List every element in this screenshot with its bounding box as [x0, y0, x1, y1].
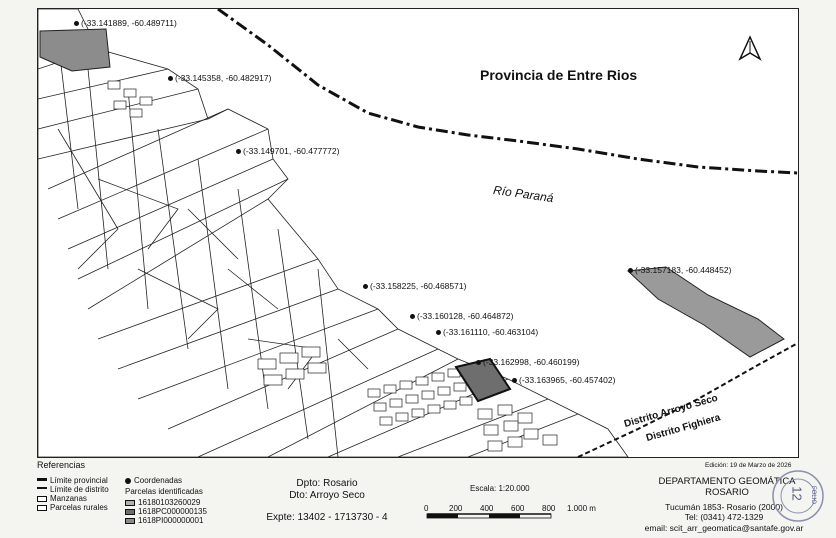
scale-tick-200: 200: [449, 504, 463, 513]
cadastral-map: [38, 9, 798, 457]
legend-title: Referencias: [37, 460, 86, 470]
coordinate-point: (-33.157183, -60.448452): [628, 265, 731, 275]
province-title: Provincia de Entre Rios: [480, 67, 638, 83]
parcel-swatch-2: [125, 508, 135, 515]
legend-parcel-3: 1618PI000000001: [125, 516, 203, 525]
parcel-swatch-3: [125, 517, 135, 524]
limite-distrito-icon: [37, 486, 47, 493]
legend-limite-distrito: Límite de distrito: [37, 485, 109, 494]
legend-limite-provincial: Límite provincial: [37, 476, 108, 485]
stamp-seal-icon: [772, 470, 824, 522]
parcelas-rurales-icon: [37, 504, 47, 511]
legend-coordenadas: Coordenadas: [125, 476, 182, 485]
expte-label: Expte: 13402 - 1713730 - 4: [266, 512, 388, 523]
coordinate-point: (-33.163965, -60.457402): [512, 375, 615, 385]
folio-stamp: 12 FOLIO: [770, 468, 826, 524]
parcel-lines: [38, 9, 629, 457]
legend-parcel-1: 16180103260029: [125, 498, 200, 507]
parcel-identified-1: [39, 28, 111, 72]
coordinate-point: (-33.149701, -60.477772): [236, 146, 339, 156]
coordinate-point: (-33.160128, -60.464872): [410, 311, 513, 321]
parcel-swatch-1: [125, 499, 135, 506]
scale-tick-600: 600: [511, 504, 525, 513]
limite-provincial-line: [217, 9, 798, 175]
escala-label: Escala: 1:20.000: [470, 484, 530, 493]
limite-provincial-icon: [37, 477, 47, 484]
coordinate-point: (-33.162998, -60.460199): [476, 357, 579, 367]
dto-label: Dto: Arroyo Seco: [289, 490, 365, 501]
coordenadas-icon: [125, 477, 131, 484]
point-icon: [74, 21, 79, 27]
coordinate-point: (-33.161110, -60.463104): [436, 327, 538, 337]
point-icon: [436, 330, 441, 336]
legend-panel: Referencias Límite provincial Límite de …: [37, 460, 803, 536]
point-icon: [410, 314, 415, 320]
scale-tick-1000: 1.000 m: [567, 504, 596, 513]
coordinate-point: (-33.145358, -60.482917): [168, 73, 271, 83]
scale-tick-800: 800: [542, 504, 556, 513]
legend-manzanas: Manzanas: [37, 494, 87, 503]
legend-parcelas-identificadas: Parcelas identificadas: [125, 487, 203, 496]
scale-tick-400: 400: [480, 504, 494, 513]
north-arrow-icon: [738, 35, 762, 61]
stamp-number: 12: [789, 486, 805, 501]
manzanas-icon: [37, 495, 47, 502]
dept-city: ROSARIO: [705, 487, 749, 498]
manzanas-grid: [107, 80, 558, 452]
scale-tick-0: 0: [424, 504, 429, 513]
stamp-folio: FOLIO: [810, 485, 817, 505]
dept-name: DEPARTAMENTO GEOMÁTICA: [658, 476, 796, 487]
legend-parcel-2: 1618PC000000135: [125, 507, 207, 516]
coordinate-point: (-33.158225, -60.468571): [363, 281, 466, 291]
dept-address: Tucumán 1853- Rosario (2000): [665, 502, 783, 512]
point-icon: [628, 268, 633, 274]
point-icon: [476, 360, 481, 366]
coordinate-point: (-33.141889, -60.489711): [74, 18, 177, 28]
edicion-date: Edición: 19 de Marzo de 2026: [705, 462, 792, 469]
scale-bar: [426, 513, 552, 519]
point-icon: [512, 378, 517, 384]
dpto-label: Dpto: Rosario: [296, 478, 358, 489]
dept-email: email: scit_arr_geomatica@santafe.gov.ar: [644, 523, 804, 533]
limite-distrito-line: [577, 342, 798, 457]
map-frame: Provincia de Entre Rios Río Paraná Distr…: [37, 8, 799, 458]
point-icon: [168, 76, 173, 82]
point-icon: [363, 284, 368, 290]
point-icon: [236, 149, 241, 155]
legend-parcelas-rurales: Parcelas rurales: [37, 503, 108, 512]
dept-tel: Tel: (0341) 472-1329: [684, 512, 764, 522]
parcel-identified-3: [626, 266, 785, 358]
